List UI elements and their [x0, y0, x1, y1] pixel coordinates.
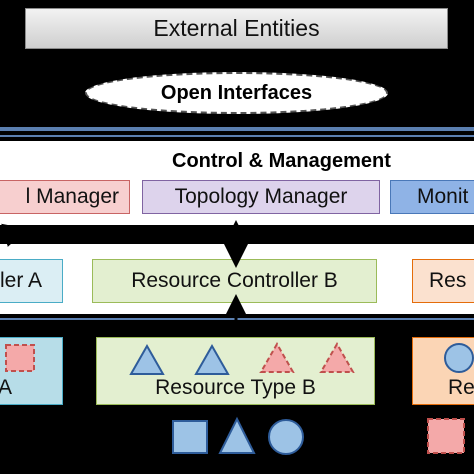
resource-controller-a-label: ler A: [0, 269, 42, 292]
resource-c-circle-icon: [444, 343, 474, 373]
resource-controller-c-label: Res: [429, 269, 467, 292]
control-management-title: Control & Management: [172, 150, 391, 172]
resource-b-dashed-triangle-icon-1: [259, 341, 295, 373]
resource-b-dashed-triangle-icon-2: [319, 341, 355, 373]
free-dashed-square-icon: [427, 418, 465, 454]
resource-type-b-label: Resource Type B: [155, 376, 316, 399]
external-entities-box: External Entities: [25, 8, 448, 49]
resource-b-triangle-icon-2: [194, 343, 230, 375]
monitor-manager-box: Monit: [390, 180, 474, 214]
free-square-icon: [172, 420, 208, 454]
resource-controller-b-label: Resource Controller B: [131, 269, 338, 292]
free-triangle-icon: [218, 416, 256, 454]
manager-left-label: l Manager: [25, 185, 119, 208]
resource-controller-a-box: ler A: [0, 259, 63, 303]
topology-manager-box: Topology Manager: [142, 180, 380, 214]
free-circle-icon: [268, 419, 304, 455]
resource-b-triangle-icon-1: [129, 343, 165, 375]
open-interfaces-ellipse: Open Interfaces: [85, 72, 388, 114]
topology-manager-label: Topology Manager: [174, 185, 348, 208]
monitor-manager-label: Monit: [417, 185, 469, 208]
manager-box-left: l Manager: [0, 180, 130, 214]
external-entities-label: External Entities: [153, 15, 320, 41]
resource-type-c-label: Re: [448, 376, 474, 399]
open-interfaces-label: Open Interfaces: [160, 81, 313, 104]
separator-line-top: [0, 127, 474, 131]
resource-type-a-label: A: [0, 376, 12, 399]
separator-line-top-thin: [0, 135, 474, 137]
resource-a-dashed-square-icon: [5, 344, 35, 372]
resource-controller-c-box: Res: [412, 259, 474, 303]
arrow-left-diagonal: [1, 223, 28, 247]
